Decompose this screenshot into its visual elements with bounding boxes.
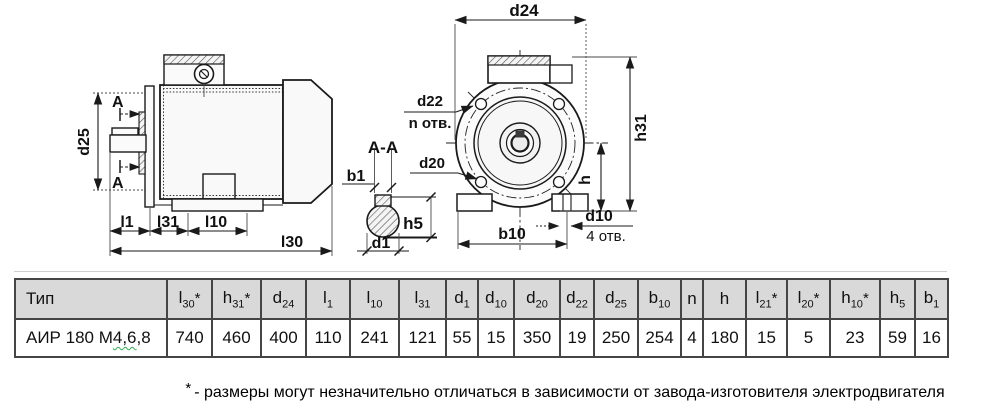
col-header-b10: b10: [637, 278, 682, 320]
label-n-holes: n отв.: [409, 115, 452, 132]
cell-d20: 350: [513, 318, 561, 358]
col-header-l21: l21*: [745, 278, 788, 320]
col-header-l31: l31: [398, 278, 447, 320]
cell-l1: 110: [305, 318, 351, 358]
col-header-l20: l20*: [786, 278, 831, 320]
type-suffix: ,8: [136, 328, 151, 347]
footnote-star: *: [185, 380, 192, 397]
label-d24: d24: [509, 1, 539, 20]
cell-h5: 59: [879, 318, 916, 358]
cell-l20: 5: [786, 318, 831, 358]
cell-l30: 740: [166, 318, 213, 358]
bolt-circle: [464, 87, 576, 199]
col-header-h10: h10*: [829, 278, 881, 320]
side-view: A A d25 l1 l31 l10 l30: [76, 54, 333, 256]
shaft-section-view: A-A b1 h5 d1: [342, 138, 437, 257]
rear-bell: [282, 79, 333, 204]
col-header-l10: l10: [349, 278, 400, 320]
bolt-hole: [552, 97, 566, 111]
cell-l10: 241: [349, 318, 400, 358]
motor-dimension-drawing: A A d25 l1 l31 l10 l30 A-A b1: [76, 1, 650, 257]
col-header-d22: d22: [559, 278, 595, 320]
col-header-l30: l30*: [166, 278, 213, 320]
cell-h: 180: [702, 318, 747, 358]
shaft-key: [111, 127, 139, 136]
col-header-d1: d1: [445, 278, 479, 320]
bolt-hole: [474, 97, 488, 111]
foot-right: [551, 193, 589, 212]
footnote: *- размеры могут незначительно отличатьс…: [130, 380, 1000, 402]
col-header-d10: d10: [477, 278, 515, 320]
shaft-cross-section: [366, 204, 400, 238]
cell-b1: 16: [914, 318, 949, 358]
motor-body: [159, 84, 284, 200]
label-l10: l10: [205, 214, 227, 231]
label-b1: b1: [347, 168, 366, 185]
bolt-hole: [474, 175, 488, 189]
foot-left: [456, 193, 493, 212]
cell-d22: 19: [559, 318, 595, 358]
label-h5: h5: [403, 214, 423, 233]
cell-l31: 121: [398, 318, 447, 358]
section-mark-a-bottom: A: [112, 175, 124, 192]
label-l30: l30: [281, 234, 303, 251]
col-header-l1: l1: [305, 278, 351, 320]
section-title: A-A: [368, 138, 398, 157]
col-header-type: Тип: [14, 278, 168, 320]
section-mark-a-top: A: [112, 94, 124, 111]
cell-h10: 23: [829, 318, 881, 358]
col-header-d24: d24: [260, 278, 307, 320]
key-cross-section: [374, 194, 392, 207]
keyway: [515, 130, 525, 138]
col-header-n: n: [680, 278, 704, 320]
col-header-h: h: [702, 278, 747, 320]
faint-divider: [14, 271, 947, 272]
col-header-h31: h31*: [211, 278, 262, 320]
cell-b10: 254: [637, 318, 682, 358]
label-h: h: [577, 175, 594, 185]
col-header-h5: h5: [879, 278, 916, 320]
cell-d24: 400: [260, 318, 307, 358]
cell-h31: 460: [211, 318, 262, 358]
label-l31: l31: [157, 214, 179, 231]
label-d22: d22: [417, 93, 443, 110]
cell-d25: 250: [593, 318, 639, 358]
bolt-hole: [552, 175, 566, 189]
footnote-text: - размеры могут незначительно отличаться…: [194, 384, 945, 401]
cell-type: АИР 180 М4,6,8: [14, 318, 168, 358]
cable-gland-box: [549, 64, 573, 84]
cell-d1: 55: [445, 318, 479, 358]
label-b10: b10: [498, 226, 526, 243]
label-d20: d20: [419, 155, 445, 172]
cell-l21: 15: [745, 318, 788, 358]
type-prefix: АИР 180 М: [26, 328, 113, 347]
col-header-b1: b1: [914, 278, 949, 320]
col-header-d25: d25: [593, 278, 639, 320]
col-header-d20: d20: [513, 278, 561, 320]
shaft: [109, 134, 147, 153]
label-l1: l1: [120, 214, 133, 231]
label-d10: d10: [585, 208, 613, 225]
label-d25: d25: [76, 128, 93, 156]
foot-plate: [171, 198, 264, 212]
front-view: d24 d22 n отв. d20 h31 h b10 d10 4 отв.: [404, 1, 650, 250]
label-h31: h31: [633, 114, 650, 142]
cell-d10: 15: [477, 318, 515, 358]
label-4-holes: 4 отв.: [586, 228, 626, 245]
cell-n: 4: [680, 318, 704, 358]
label-d1: d1: [372, 235, 391, 252]
type-mid: 4,6: [112, 328, 137, 347]
